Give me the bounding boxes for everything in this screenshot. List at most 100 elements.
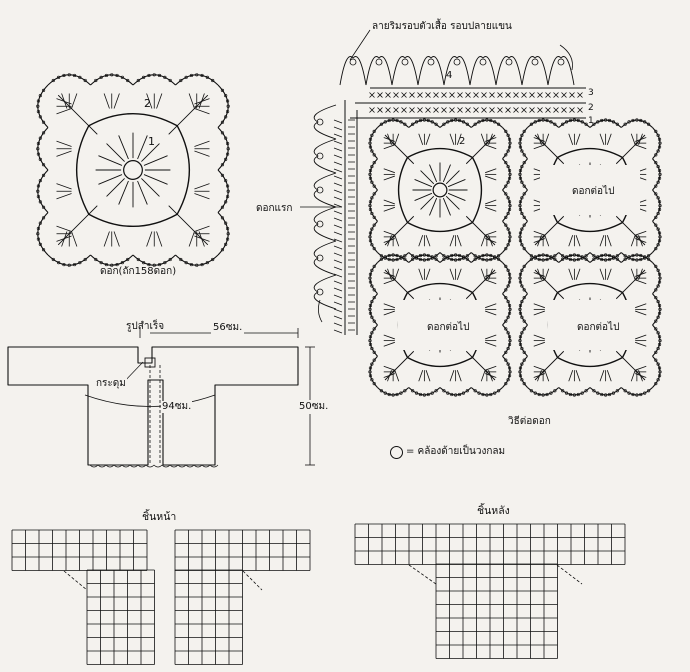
motif-scallop-bottom-0-stitches xyxy=(51,257,87,267)
motif-scallop-right-2 xyxy=(217,169,229,213)
joined-next-motif-top-corner-diag-1 xyxy=(615,134,646,165)
joined-next-motif-bottom-left-scallop-right-3-stitches xyxy=(504,358,512,386)
joined-next-motif-top-scallop-bottom-2 xyxy=(589,252,622,261)
joined-first-motif-scallop-left-0 xyxy=(369,127,378,160)
motif-center-stitches xyxy=(95,132,171,208)
joined-next-motif-bottom-left-scallop-top-0 xyxy=(377,254,410,263)
joined-next-motif-bottom-right-scallop-bottom-3 xyxy=(620,387,653,396)
joined-next-motif-bottom-left-scallop-top-1-stitches xyxy=(411,253,438,261)
joined-next-motif-bottom-right-scallop-right-3 xyxy=(652,355,661,388)
joined-next-motif-bottom-right-scallop-top-2 xyxy=(589,254,622,263)
joined-next-motif-bottom-right-scallop-top-1-stitches xyxy=(561,253,588,261)
joined-next-motif-top-scallop-bottom-3 xyxy=(620,252,653,261)
joined-first-motif-corner-diag-2 xyxy=(384,215,415,246)
motif-scallop-top-3 xyxy=(175,74,219,86)
motif-corner-diag-2 xyxy=(57,205,98,246)
joined-next-motif-bottom-left-scallop-bottom-1-stitches xyxy=(411,389,438,397)
left-shell xyxy=(313,104,337,140)
motif-scallop-bottom-0 xyxy=(47,254,91,266)
left-shell xyxy=(313,274,337,310)
joined-next-motif-top-scallop-top-1-stitches xyxy=(561,118,588,126)
chest-measure-curve xyxy=(84,394,216,407)
motif-round-1-label: 1 xyxy=(148,135,155,148)
joined-next-motif-bottom-left-scallop-top-2-stitches xyxy=(442,253,469,261)
joined-next-motif-top-scallop-left-0-stitches xyxy=(518,129,526,157)
top-shell xyxy=(495,56,523,86)
hem-scallop xyxy=(121,464,131,468)
joined-next-motif-bottom-left-scallop-top-3-stitches xyxy=(473,253,501,261)
motif-corner-diag-1 xyxy=(168,94,209,135)
joined-first-motif-outer-stitches xyxy=(383,133,497,247)
joined-next-motif-top-scallop-left-2-stitches xyxy=(518,192,526,219)
motif-scallop-bottom-2 xyxy=(132,254,176,266)
top-shell xyxy=(547,56,575,86)
top-shell xyxy=(339,56,367,86)
border-row-1: 1 xyxy=(588,116,594,126)
motif-scallop-right-0-stitches xyxy=(220,88,230,124)
joined-next-motif-bottom-right-scallop-bottom-0 xyxy=(527,387,560,396)
joined-first-motif-center-ring xyxy=(432,182,448,198)
motif-scallop-top-2-stitches xyxy=(136,73,172,83)
joined-next-motif-bottom-left-scallop-bottom-3-stitches xyxy=(473,389,501,397)
joined-next-motif-bottom-right-scallop-right-1 xyxy=(652,293,661,326)
cardigan-outline xyxy=(7,346,299,466)
joined-first-motif-corner-diag-3 xyxy=(465,215,496,246)
joined-next-motif-top-scallop-top-2 xyxy=(589,119,622,128)
left-shell xyxy=(313,206,337,242)
inner-round-label: 2 xyxy=(459,136,466,147)
motif-scallop-left-2 xyxy=(37,169,49,213)
joined-first-motif-scallop-left-3-stitches xyxy=(368,223,376,251)
joined-next-motif-top-corner-diag-2 xyxy=(534,215,565,246)
motif-scallop-left-1-stitches xyxy=(36,131,46,167)
next-motif-label-top: ดอกต่อไป xyxy=(572,186,615,197)
back-right-armhole xyxy=(556,564,583,585)
joined-next-motif-top-scallop-top-3 xyxy=(620,119,653,128)
motif-scallop-top-0-stitches xyxy=(51,73,87,83)
joined-next-motif-bottom-right-outer-stitches xyxy=(533,268,647,382)
joined-next-motif-top-scallop-right-0 xyxy=(652,127,661,160)
joined-next-motif-bottom-left-scallop-left-3 xyxy=(369,355,378,388)
motif-scallop-right-1-stitches xyxy=(220,131,230,167)
joined-next-motif-top-scallop-left-3 xyxy=(519,220,528,253)
hem-scallop xyxy=(97,464,107,468)
joined-first-motif-scallop-right-1-stitches xyxy=(504,161,512,188)
joined-next-motif-top-scallop-top-1 xyxy=(558,119,591,128)
motif-scallop-left-0-stitches xyxy=(36,88,46,124)
label-clear-1 xyxy=(398,300,483,350)
joined-next-motif-top-scallop-right-1 xyxy=(652,158,661,191)
joined-first-motif-scallop-bottom-0 xyxy=(377,252,410,261)
joined-next-motif-bottom-right-scallop-bottom-1 xyxy=(558,387,591,396)
motif-scallop-bottom-1 xyxy=(90,254,134,266)
border-title: ลายริมรอบตัวเสื้อ รอบปลายแขน xyxy=(372,21,512,32)
motif-scallop-left-3-stitches xyxy=(36,216,46,252)
joined-next-motif-bottom-left-scallop-right-0-stitches xyxy=(504,264,512,292)
finished-title: รูปสำเร็จ xyxy=(126,321,165,332)
border-row-3: 3 xyxy=(588,88,594,98)
hem-scallop xyxy=(105,464,115,468)
label-clear-0 xyxy=(540,165,640,215)
joined-next-motif-bottom-right-scallop-bottom-2 xyxy=(589,387,622,396)
joined-next-motif-top-scallop-right-2-stitches xyxy=(654,192,662,219)
motif-corner-diag-0 xyxy=(57,94,98,135)
motif-scallop-left-1 xyxy=(37,127,49,171)
joined-next-motif-bottom-left-scallop-left-1 xyxy=(369,293,378,326)
joined-next-motif-bottom-left-scallop-right-2 xyxy=(502,324,511,357)
joined-next-motif-top-scallop-bottom-1 xyxy=(558,252,591,261)
joined-next-motif-bottom-right-scallop-left-1 xyxy=(519,293,528,326)
border-single-crochet-marks xyxy=(369,92,583,113)
joined-first-motif-scallop-top-0 xyxy=(377,119,410,128)
joined-next-motif-bottom-left-scallop-left-2-stitches xyxy=(368,327,376,354)
top-shell-edging xyxy=(339,56,575,86)
motif-scallop-right-2-stitches xyxy=(220,173,230,209)
motif-caption: ดอก(ถัก158ดอก) xyxy=(100,266,177,277)
single-motif-diagram xyxy=(36,73,230,267)
joined-next-motif-bottom-left-corner-diag-2 xyxy=(384,350,415,381)
joined-next-motif-bottom-right-scallop-right-0-stitches xyxy=(654,264,662,292)
front-left-armhole xyxy=(63,570,88,591)
joined-next-motif-top-scallop-right-3-stitches xyxy=(654,223,662,251)
joined-first-motif-center-stitches xyxy=(412,162,468,218)
motif-scallop-top-1 xyxy=(90,74,134,86)
joined-first-motif-scallop-left-2 xyxy=(369,189,378,222)
motif-scallop-bottom-2-stitches xyxy=(136,257,172,267)
